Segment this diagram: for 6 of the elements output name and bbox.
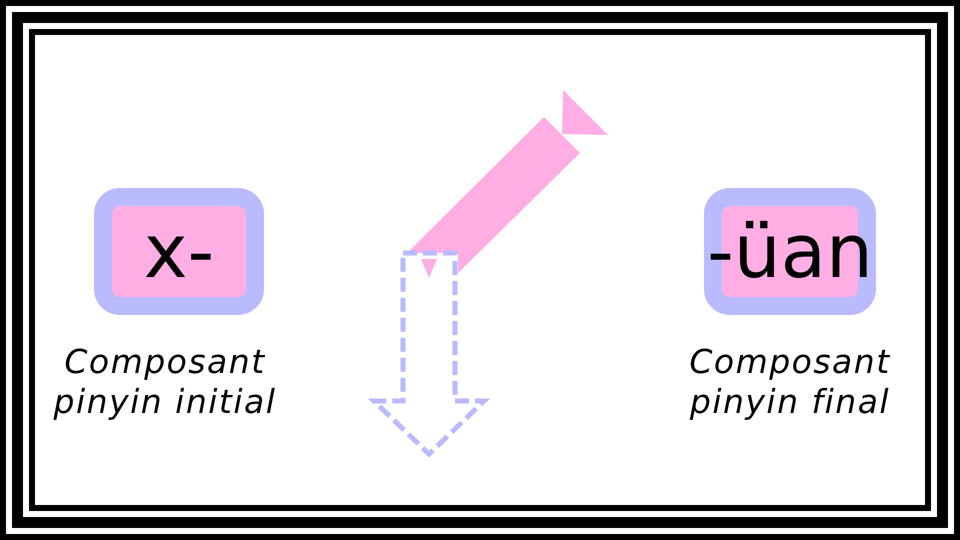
syllable-box — [704, 188, 876, 315]
syllable-text: x- — [144, 214, 214, 288]
syllable-text: -üan — [707, 214, 873, 288]
syllable-box — [94, 188, 264, 315]
node-label: Composant pinyin initial — [52, 342, 278, 422]
node-label: Composant pinyin final — [688, 342, 892, 422]
